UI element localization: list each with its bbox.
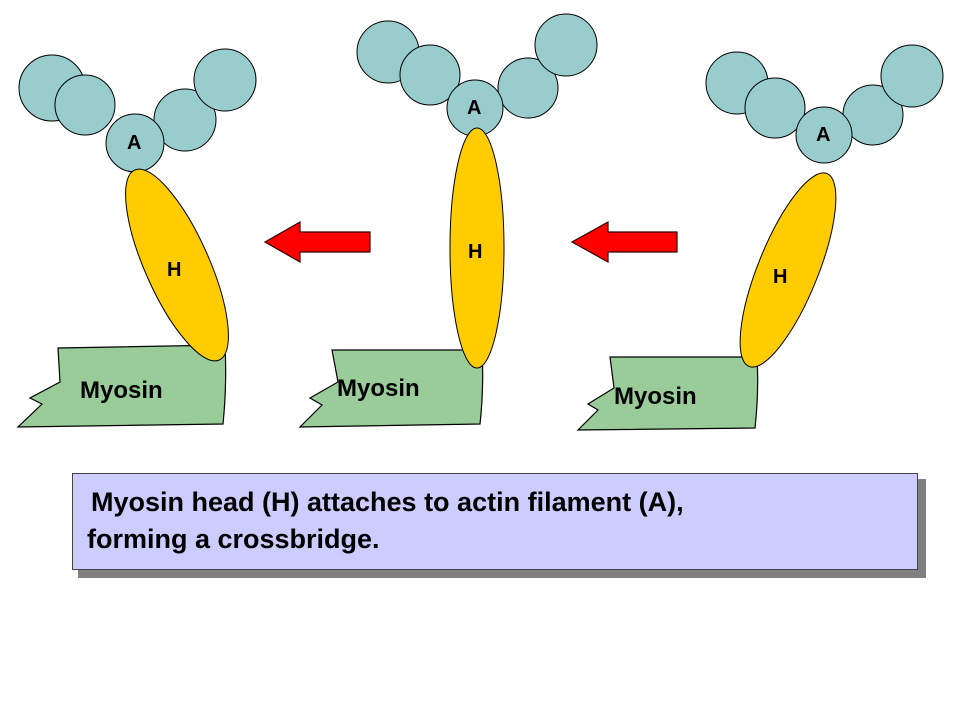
- actin-label: A: [467, 97, 481, 119]
- actin-bead: [795, 106, 853, 164]
- myosin-head: [449, 127, 505, 369]
- myosin-head: [125, 168, 229, 362]
- myosin-label: Myosin: [80, 377, 163, 404]
- head-label: H: [167, 259, 181, 281]
- actin-bead: [399, 44, 461, 106]
- caption-line-2: forming a crossbridge.: [87, 524, 380, 554]
- panel-2: A H Myosin: [298, 13, 598, 428]
- actin-filament: [705, 44, 944, 164]
- actin-label: A: [816, 124, 830, 146]
- myosin-head: [739, 172, 837, 368]
- panel-3: A H Myosin: [576, 44, 944, 431]
- actin-bead: [744, 77, 806, 139]
- myosin-label: Myosin: [337, 375, 420, 402]
- actin-bead: [534, 13, 598, 77]
- actin-bead: [193, 48, 257, 112]
- caption-line-1: Myosin head (H) attaches to actin filame…: [91, 487, 684, 517]
- actin-bead: [497, 57, 559, 119]
- left-arrow-icon: [570, 220, 678, 264]
- myosin-label: Myosin: [614, 383, 697, 410]
- left-arrow-icon: [263, 220, 371, 264]
- caption-box: Myosin head (H) attaches to actin filame…: [72, 473, 918, 570]
- actin-label: A: [127, 132, 141, 154]
- crossbridge-diagram: A H Myosin A H Myosin: [16, 13, 944, 431]
- actin-bead: [880, 44, 944, 108]
- actin-filament: [18, 48, 257, 173]
- head-label: H: [773, 266, 787, 288]
- panel-1: A H Myosin: [16, 48, 257, 428]
- actin-bead: [153, 88, 217, 152]
- head-label: H: [468, 241, 482, 263]
- actin-filament: [356, 13, 598, 137]
- actin-bead: [54, 74, 116, 136]
